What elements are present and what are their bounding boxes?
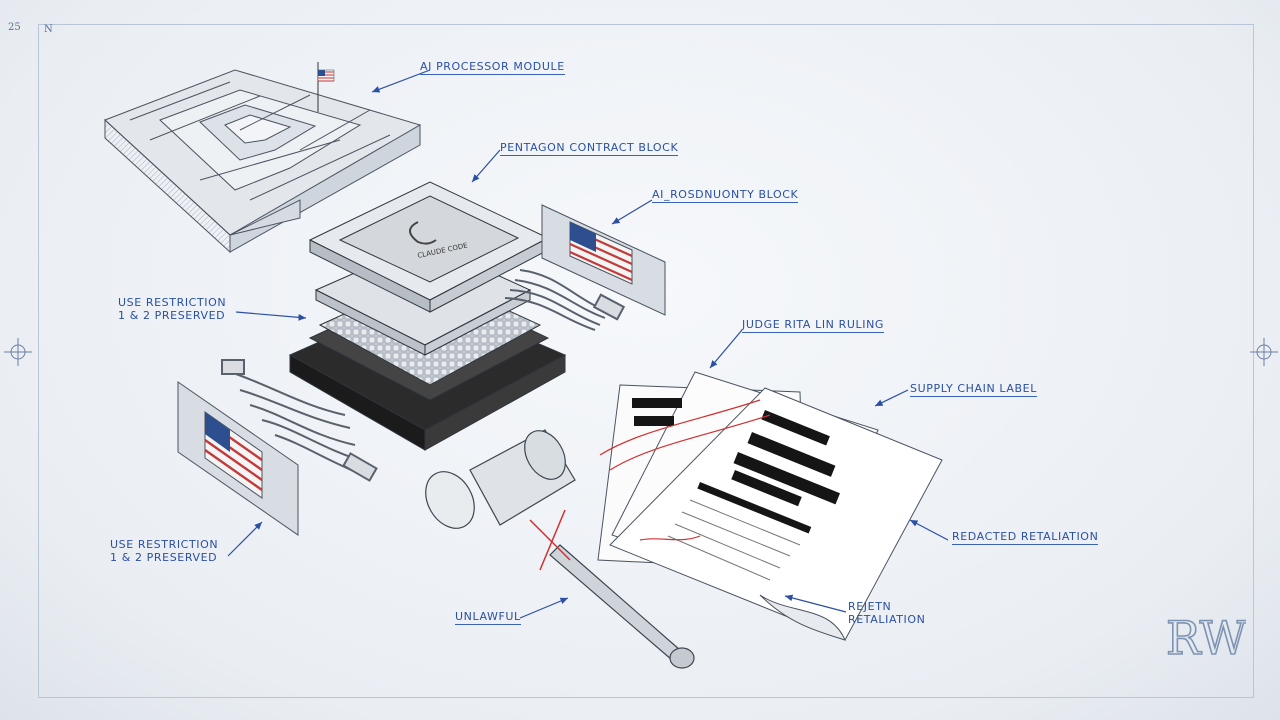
pentagon-building bbox=[104, 62, 422, 254]
sheet-border bbox=[38, 24, 1254, 698]
chip-stack bbox=[288, 181, 567, 451]
label-use-restriction-top-line2: 1 & 2 PRESERVED bbox=[118, 309, 226, 322]
label-ai-processor-module: AI PROCESSOR MODULE bbox=[420, 60, 565, 75]
label-use-restriction-bottom-line2: 1 & 2 PRESERVED bbox=[110, 551, 218, 564]
label-supply-chain: SUPPLY CHAIN LABEL bbox=[910, 382, 1037, 397]
corner-mark-number: 25 bbox=[8, 22, 21, 33]
label-reject-line1: REJETN bbox=[848, 600, 892, 613]
corner-mark-letter: N bbox=[44, 24, 53, 35]
flag-panel-upper bbox=[541, 204, 666, 316]
label-reject-line2: RETALIATION bbox=[848, 613, 926, 626]
label-use-restriction-top-line1: USE RESTRICTION bbox=[118, 296, 227, 309]
label-ai-block: AI_ROSDNUONTY BLOCK bbox=[652, 188, 799, 203]
flag-icon-pentagon bbox=[317, 69, 335, 82]
gavel-icon bbox=[425, 429, 695, 669]
registration-mark-icon-left bbox=[4, 338, 32, 366]
label-use-restriction-top: USE RESTRICTION 1 & 2 PRESERVED bbox=[118, 296, 226, 322]
label-pentagon-contract-block: PENTAGON CONTRACT BLOCK bbox=[500, 141, 679, 156]
label-use-restriction-bottom: USE RESTRICTION 1 & 2 PRESERVED bbox=[110, 538, 218, 564]
label-judge-ruling: JUDGE RITA LIN RULING bbox=[742, 318, 885, 333]
flag-panel-lower bbox=[177, 381, 299, 536]
cable-bundle-upper bbox=[504, 269, 626, 331]
cable-bundle-lower bbox=[221, 359, 378, 482]
label-reject-retaliation: REJETN RETALIATION bbox=[848, 600, 925, 626]
document-stack bbox=[597, 371, 943, 641]
logo-text: RW bbox=[1166, 611, 1246, 665]
logo-rw: RW bbox=[1165, 610, 1246, 666]
registration-mark-icon-right bbox=[1250, 338, 1278, 366]
label-redacted-retaliation: REDACTED RETALIATION bbox=[952, 530, 1099, 545]
leader-lines bbox=[227, 69, 949, 619]
label-use-restriction-bottom-line1: USE RESTRICTION bbox=[110, 538, 219, 551]
label-unlawful: UNLAWFUL bbox=[455, 610, 521, 625]
